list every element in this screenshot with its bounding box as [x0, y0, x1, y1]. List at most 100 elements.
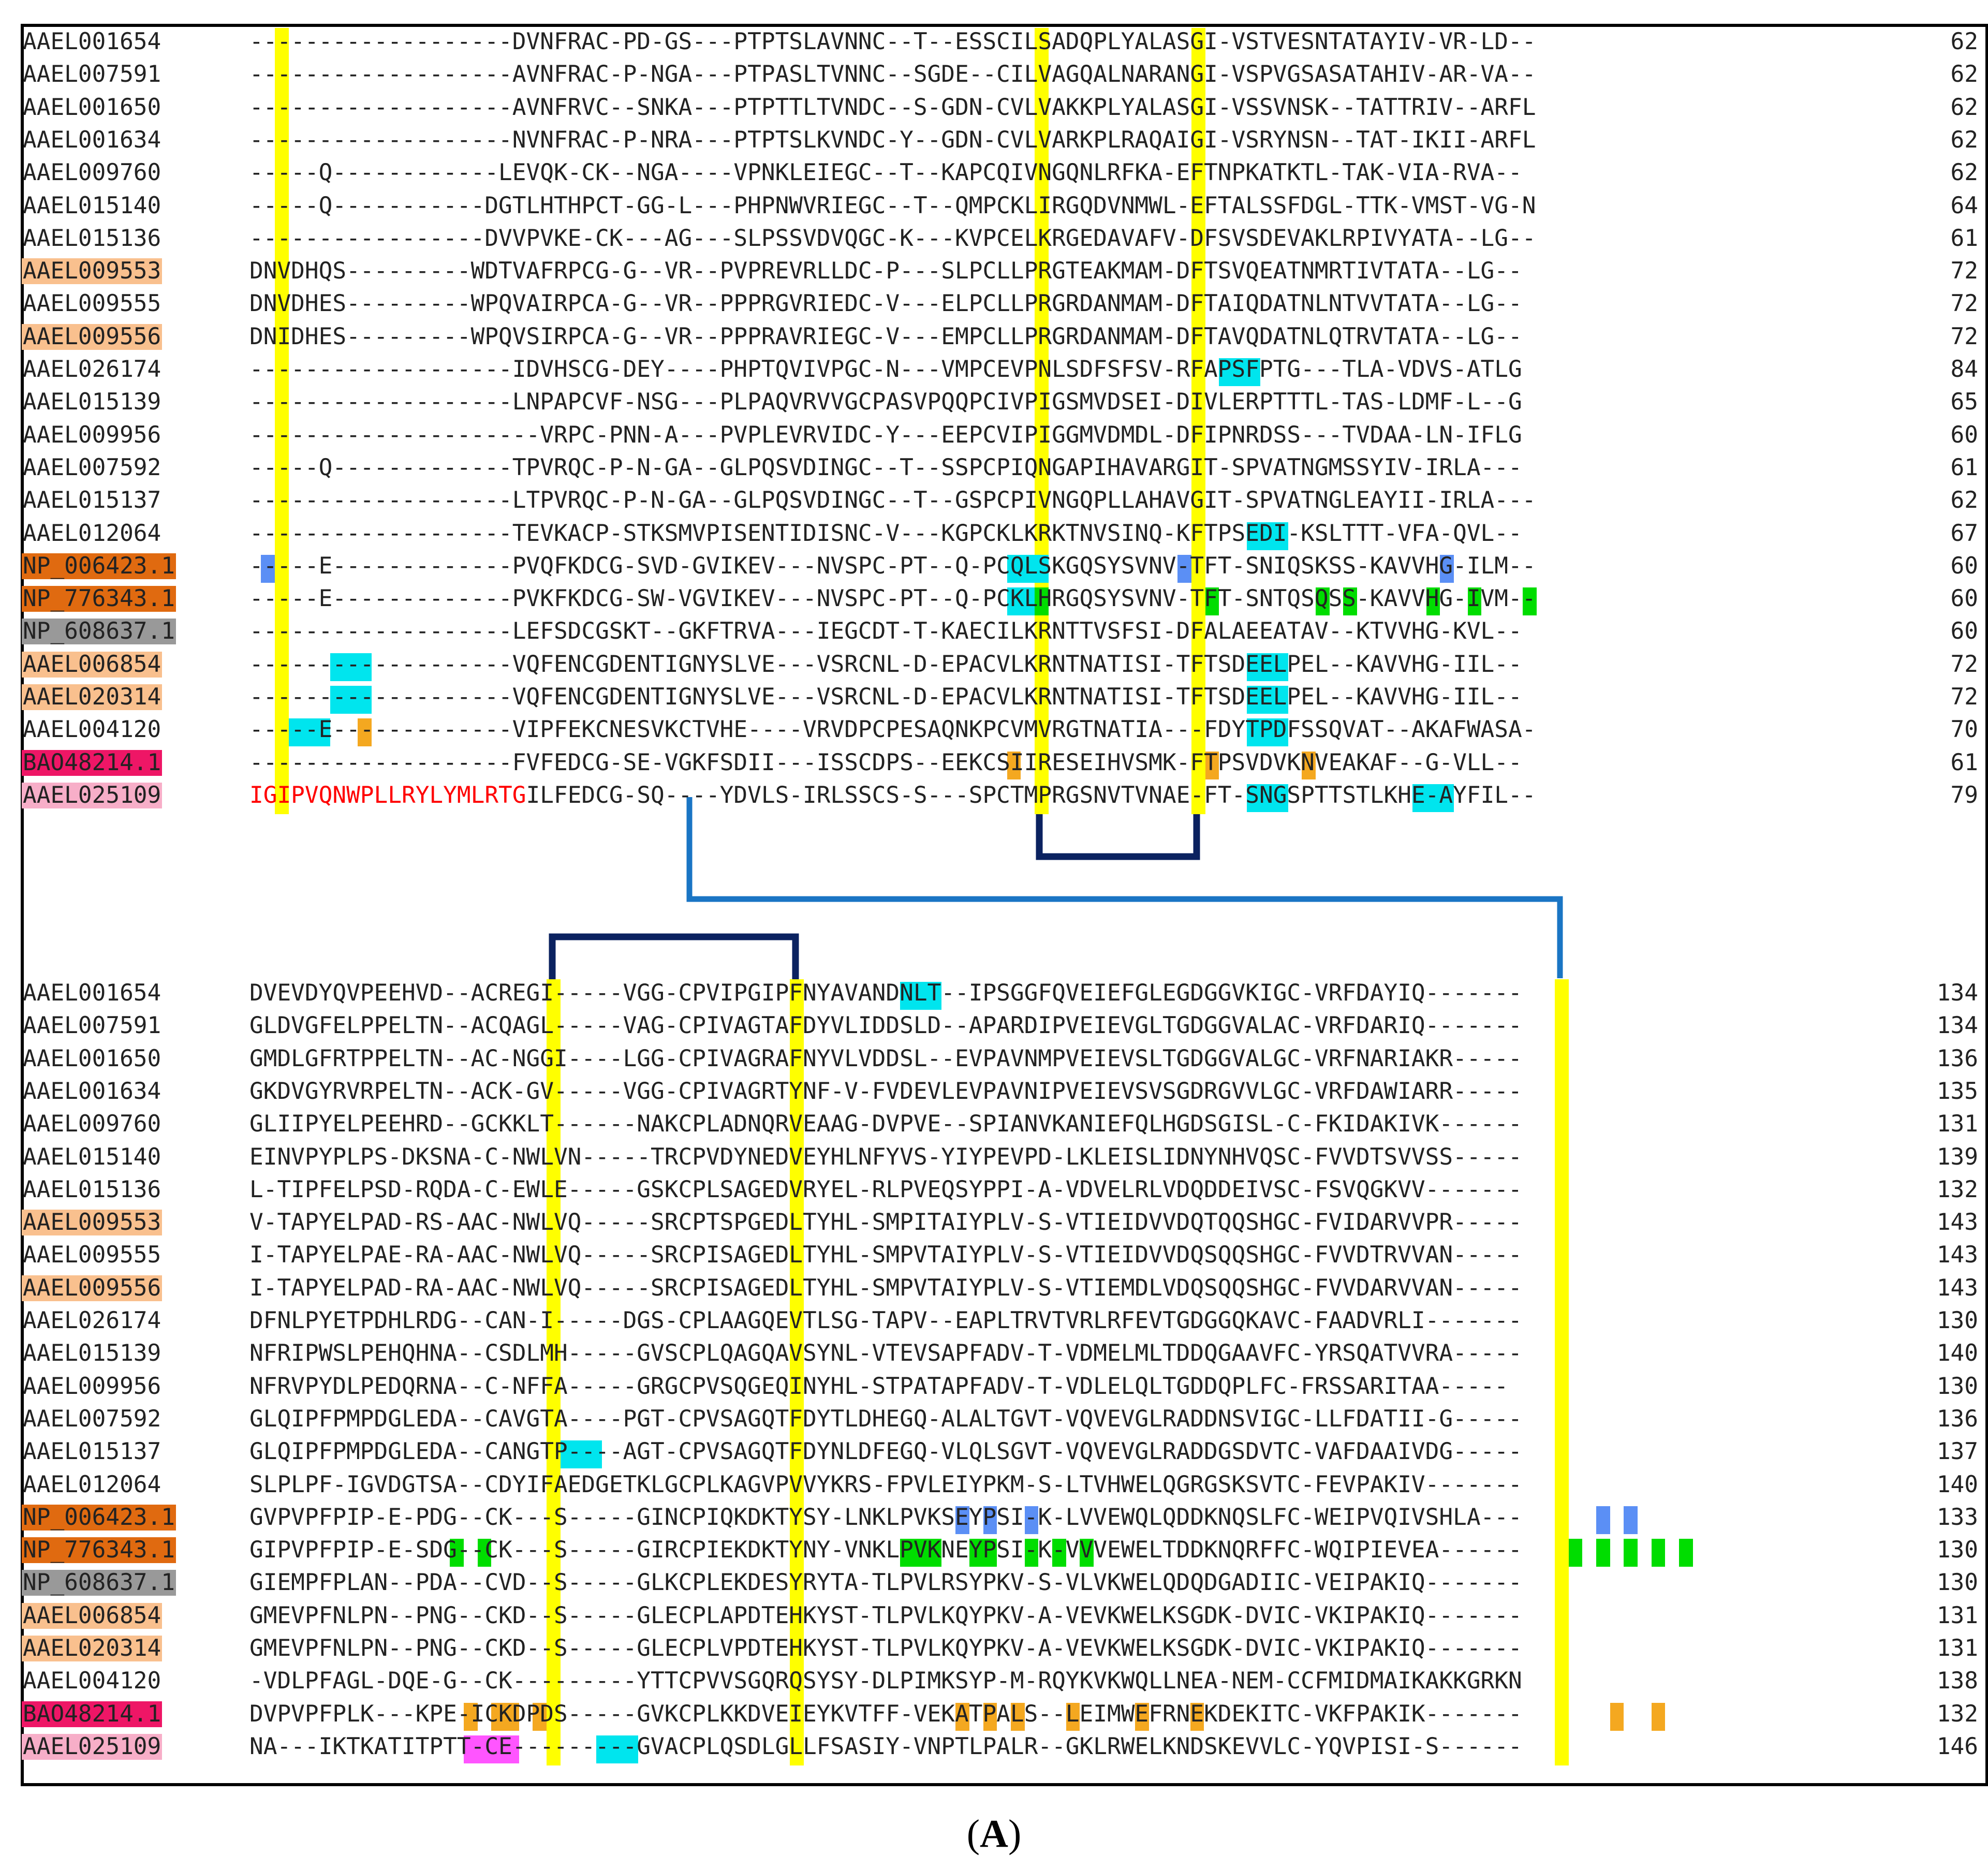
residue-count: 131: [1936, 1111, 1978, 1138]
aligned-sequence: -----------------DVVPVKE-CK---AG---SLPSS…: [249, 225, 1536, 252]
residue-count: 60: [1950, 585, 1978, 612]
sequence-name: AAEL004120: [23, 1668, 161, 1695]
residue-highlight: [261, 554, 275, 583]
residue-highlight: [1052, 1539, 1066, 1567]
sequence-name: AAEL001634: [23, 126, 161, 153]
aligned-sequence: -----E-------------PVKFKDCG-SW-VGVIKEV--…: [249, 585, 1536, 612]
residue-highlight: [1024, 1506, 1039, 1534]
sequence-name: AAEL009555: [23, 1242, 161, 1269]
sequence-name: AAEL001634: [23, 1078, 161, 1105]
residue-highlight: [450, 1539, 464, 1567]
aligned-sequence: -----Q------------LEVQK-CK--NGA----VPNKL…: [249, 159, 1522, 186]
residue-count: 130: [1936, 1537, 1978, 1564]
aligned-sequence: -------------------VQFENCGDENTIGNYSLVE--…: [249, 651, 1522, 678]
aligned-sequence: -------------------AVNFRAC-P-NGA---PTPAS…: [249, 61, 1536, 88]
aligned-sequence: GMDLGFRTPPELTN--AC-NGGI----LGG-CPIVAGRAF…: [249, 1045, 1522, 1072]
sequence-name: AAEL015137: [23, 1438, 161, 1465]
sequence-name: AAEL015136: [23, 1176, 161, 1203]
residue-count: 84: [1950, 356, 1978, 382]
sequence-name: AAEL004120: [23, 716, 161, 743]
residue-count: 143: [1936, 1242, 1978, 1269]
residue-count: 146: [1936, 1733, 1978, 1760]
aligned-sequence: DNVDHES---------WPQVAIRPCA-G--VR--PPPRGV…: [249, 290, 1522, 317]
aligned-sequence: -----Q-----------DGTLHTHPCT-GG-L---PHPNW…: [249, 192, 1536, 219]
aligned-sequence: L-TIPFELPSD-RQDA-C-EWLE-----GSKCPLSAGEDV…: [249, 1176, 1522, 1203]
residue-count: 134: [1936, 980, 1978, 1006]
residue-highlight: [1679, 1539, 1693, 1567]
aligned-sequence: -------------------TEVKACP-STKSMVPISENTI…: [249, 520, 1522, 547]
aligned-sequence: -------------------AVNFRVC--SNKA---PTPTT…: [249, 94, 1536, 121]
residue-count: 79: [1950, 782, 1978, 808]
residue-count: 137: [1936, 1438, 1978, 1465]
sequence-name: AAEL009556: [22, 1274, 163, 1301]
residue-count: 70: [1950, 716, 1978, 743]
sequence-name: AAEL015140: [23, 192, 161, 219]
aligned-sequence: I-TAPYELPAE-RA-AAC-NWLVQ-----SRCPISAGEDL…: [249, 1242, 1522, 1269]
residue-highlight: [1205, 751, 1219, 779]
residue-highlight: [1035, 587, 1049, 616]
residue-count: 139: [1936, 1143, 1978, 1170]
residue-highlight: [1246, 522, 1288, 550]
aligned-sequence: DFNLPYETPDHLRDG--CAN-I-----DGS-CPLAAGQEV…: [249, 1307, 1522, 1334]
disulfide-bond-c3-c4: [1036, 797, 1200, 860]
residue-highlight: [955, 1506, 969, 1534]
residue-count: 72: [1950, 323, 1978, 350]
residue-highlight: [1246, 686, 1288, 714]
residue-highlight: [1440, 554, 1454, 583]
residue-highlight: [900, 1539, 942, 1567]
residue-highlight: [288, 718, 330, 747]
sequence-name: AAEL006854: [22, 651, 163, 678]
aligned-sequence: -------------------LNPAPCVF-NSG---PLPAQV…: [249, 389, 1522, 416]
residue-highlight: [1596, 1539, 1610, 1567]
sequence-name: AAEL015139: [23, 389, 161, 416]
sequence-name: NP_006423.1: [22, 552, 176, 579]
residue-highlight: [1412, 784, 1454, 812]
residue-highlight: [1651, 1702, 1666, 1731]
disulfide-bond-c1-c8: [686, 797, 1563, 978]
residue-highlight: [330, 653, 372, 681]
aligned-sequence: -------------------IDVHSCG-DEY----PHPTQV…: [249, 356, 1522, 382]
disulfide-bond-c5-c6: [549, 933, 799, 994]
residue-highlight: [1302, 751, 1316, 779]
residue-count: 64: [1950, 192, 1978, 219]
residue-count: 62: [1950, 61, 1978, 88]
sequence-name: AAEL009555: [23, 290, 161, 317]
sequence-name: NP_776343.1: [22, 585, 176, 612]
cysteine-column-highlight: [1555, 979, 1569, 1766]
residue-count: 131: [1936, 1602, 1978, 1629]
residue-highlight: [1426, 587, 1440, 616]
residue-highlight: [533, 1702, 547, 1731]
cysteine-column-highlight: [1035, 28, 1049, 815]
residue-count: 143: [1936, 1209, 1978, 1236]
residue-highlight: [1066, 1702, 1080, 1731]
aligned-sequence: ---------------------VRPC-PNN-A---PVPLEV…: [249, 421, 1522, 448]
aligned-sequence-rest: ILFEDCG-SQ----YDVLS-IRLSSCS-S---SPCTMPRG…: [526, 782, 1536, 808]
aligned-sequence: DVEVDYQVPEEHVD--ACREGI-----VGG-CPVIPGIPF…: [249, 980, 1522, 1006]
residue-highlight: [491, 1702, 519, 1731]
aligned-sequence: -----E-------------VIPFEKCNESVKCTVHE----…: [249, 716, 1536, 743]
residue-highlight: [983, 1702, 997, 1731]
sequence-name: AAEL012064: [23, 1471, 161, 1498]
sequence-name: AAEL015139: [23, 1340, 161, 1367]
sequence-name: AAEL009553: [22, 1209, 163, 1236]
residue-highlight: [463, 1735, 519, 1763]
residue-count: 60: [1950, 552, 1978, 579]
residue-count: 134: [1936, 1012, 1978, 1039]
sequence-name: AAEL006854: [22, 1602, 163, 1629]
sequence-name: AAEL001654: [23, 980, 161, 1006]
residue-count: 61: [1950, 749, 1978, 776]
residue-count: 135: [1936, 1078, 1978, 1105]
residue-highlight: [1024, 1539, 1039, 1567]
residue-count: 130: [1936, 1307, 1978, 1334]
residue-count: 140: [1936, 1340, 1978, 1367]
residue-count: 72: [1950, 258, 1978, 285]
residue-highlight: [983, 1506, 997, 1534]
aligned-sequence: -------------------FVFEDCG-SE-VGKFSDII--…: [249, 749, 1522, 776]
aligned-sequence: -VDLPFAGL-DQE-G--CK---------YTTCPVVSGQRQ…: [249, 1668, 1522, 1695]
residue-highlight: [1610, 1702, 1624, 1731]
alignment-frame: [21, 24, 1988, 1786]
sequence-name: AAEL001650: [23, 1045, 161, 1072]
sequence-name: AAEL015140: [23, 1143, 161, 1170]
residue-count: 67: [1950, 520, 1978, 547]
